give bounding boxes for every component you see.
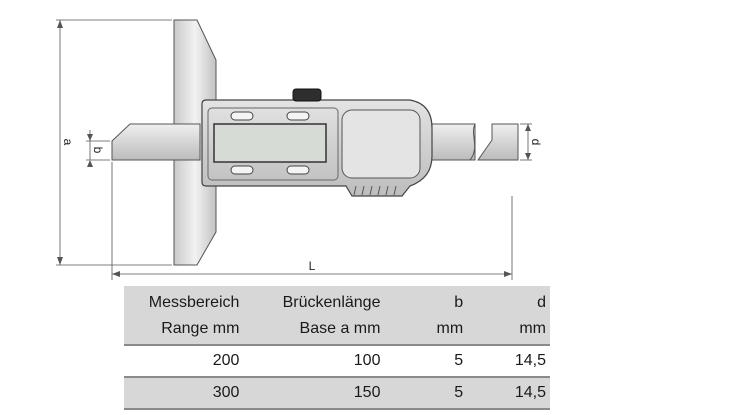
cell-base: 150 [353, 384, 381, 401]
spec-table: Messbereich Brückenlänge b d Range mm Ba… [124, 286, 550, 410]
table-row: 200 100 5 14,5 [124, 345, 550, 377]
dim-label-b: b [91, 147, 105, 154]
rod-end [477, 123, 519, 161]
depth-gauge-drawing: a b d L [56, 19, 543, 280]
slot [286, 165, 310, 175]
cell-range: 200 [212, 352, 240, 369]
rod-break [469, 123, 476, 161]
slot [286, 111, 310, 121]
cell-base: 100 [353, 352, 381, 369]
header-d: d [537, 294, 546, 311]
slot [230, 165, 254, 175]
table-header-row: Messbereich Brückenlänge b d [124, 286, 550, 316]
table-row: 300 150 5 14,5 [124, 377, 550, 409]
rod-right [429, 123, 476, 161]
header-base: Brückenlänge [282, 294, 381, 311]
header-range: Messbereich [148, 294, 240, 311]
cell-b: 5 [454, 384, 464, 401]
battery-cover [341, 109, 421, 179]
header-d-unit: mm [467, 316, 550, 346]
header-b: b [454, 294, 464, 311]
dim-label-L: L [309, 259, 316, 273]
dim-label-a: a [61, 139, 75, 146]
header-base-unit: Base a mm [243, 316, 385, 346]
header-range-unit: Range mm [124, 316, 244, 346]
slot [230, 111, 254, 121]
lcd-display [213, 123, 327, 163]
dim-label-d: d [529, 139, 543, 146]
lock-screw [292, 88, 322, 102]
rod-tip [111, 123, 201, 161]
cell-b: 5 [454, 352, 464, 369]
header-b-unit: mm [384, 316, 468, 346]
cell-d: 14,5 [514, 384, 546, 401]
cell-range: 300 [212, 384, 240, 401]
cell-d: 14,5 [514, 352, 546, 369]
table-header-row: Range mm Base a mm mm mm [124, 316, 550, 346]
